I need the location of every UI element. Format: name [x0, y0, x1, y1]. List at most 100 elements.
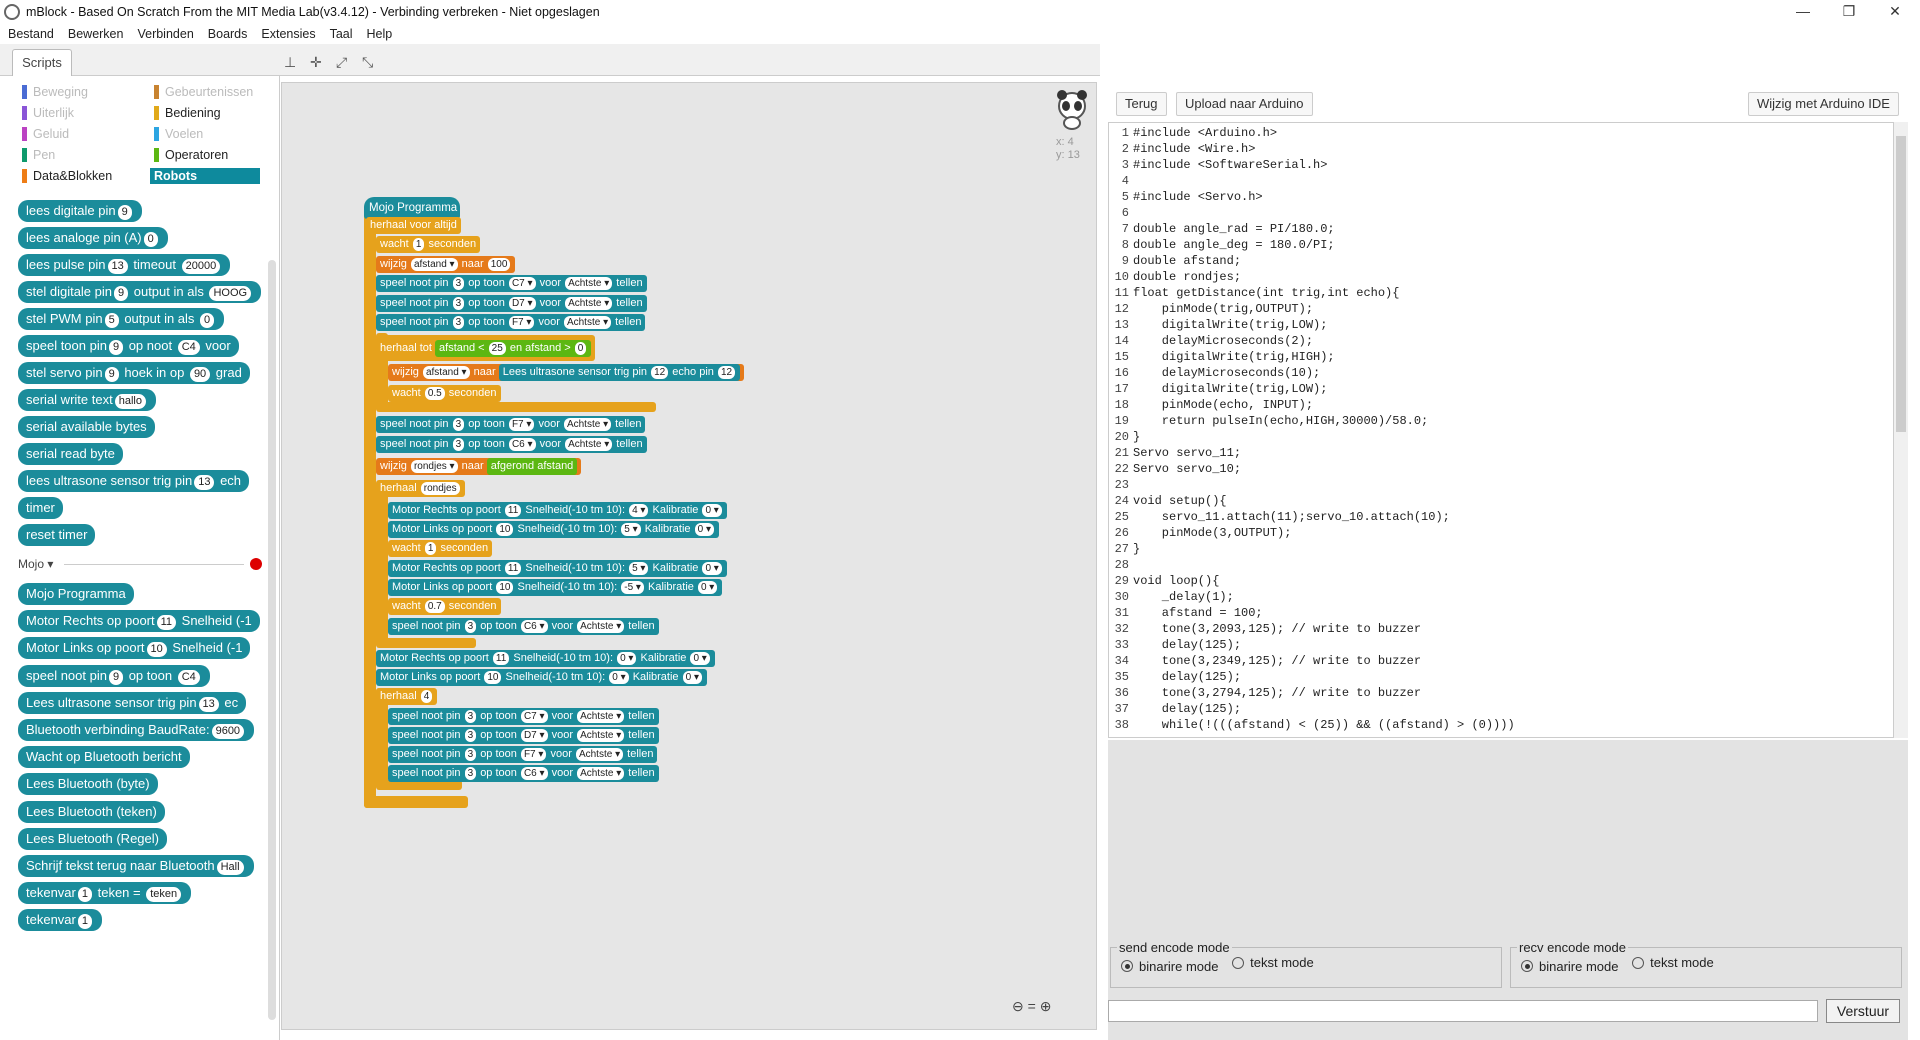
block-input[interactable]: 20000	[181, 259, 221, 274]
palette-scrollbar[interactable]	[268, 260, 276, 1020]
code-editor[interactable]: 1#include <Arduino.h>2#include <Wire.h>3…	[1108, 122, 1894, 738]
mojo-category-label[interactable]: Mojo ▾	[18, 557, 54, 571]
block-input[interactable]: 9	[104, 367, 119, 382]
block-input[interactable]: 0	[200, 313, 215, 328]
block-input[interactable]: 90	[189, 367, 211, 382]
block-input[interactable]: 11	[504, 562, 522, 575]
close-button[interactable]: ✕	[1889, 3, 1901, 19]
block-input[interactable]: 5 ▾	[621, 523, 641, 536]
block-input[interactable]: 0 ▾	[690, 652, 710, 665]
block-input[interactable]: 0	[574, 342, 587, 355]
block-input[interactable]: hallo	[114, 394, 146, 409]
script-block[interactable]: Motor Rechts op poort 11 Snelheid(-10 tm…	[388, 560, 727, 577]
block-input[interactable]: -5 ▾	[621, 581, 644, 594]
block-input[interactable]: 9600	[211, 724, 245, 739]
block-input[interactable]: 3	[464, 729, 477, 742]
script-block[interactable]: herhaal rondjes	[376, 480, 465, 497]
script-block[interactable]: Motor Links op poort 10 Snelheid(-10 tm …	[388, 521, 719, 538]
block-input[interactable]: 5 ▾	[629, 562, 649, 575]
block-input[interactable]: 3	[464, 748, 477, 761]
menu-bewerken[interactable]: Bewerken	[67, 27, 124, 41]
block-input[interactable]: Achtste ▾	[575, 748, 624, 761]
block-input[interactable]: 3	[464, 620, 477, 633]
palette-block[interactable]: lees analoge pin (A)0	[18, 227, 168, 249]
zoom-reset-icon[interactable]: =	[1027, 998, 1036, 1014]
block-input[interactable]: C4	[177, 340, 200, 355]
palette-block[interactable]: Bluetooth verbinding BaudRate:9600	[18, 719, 255, 741]
script-block[interactable]: speel noot pin 3 op toon C6 ▾ voor Achts…	[376, 436, 647, 453]
block-input[interactable]: Achtste ▾	[577, 710, 625, 723]
block-input[interactable]: 10	[484, 671, 502, 684]
grow-icon[interactable]: ⤢	[336, 54, 348, 70]
block-input[interactable]: 10	[496, 581, 514, 594]
palette-block[interactable]: Lees Bluetooth (Regel)	[18, 827, 167, 850]
category-pen[interactable]: Pen	[18, 147, 146, 163]
block-input[interactable]: 3	[464, 767, 477, 780]
script-block[interactable]: Motor Rechts op poort 11 Snelheid(-10 tm…	[376, 650, 715, 667]
block-input[interactable]: teken	[146, 887, 182, 903]
block-input[interactable]: 12	[717, 366, 736, 379]
block-input[interactable]: Achtste ▾	[577, 620, 625, 633]
script-block[interactable]: Motor Rechts op poort 11 Snelheid(-10 tm…	[388, 502, 727, 519]
block-input[interactable]: 0 ▾	[609, 671, 629, 684]
block-input[interactable]: 3	[452, 418, 465, 431]
script-block[interactable]: Motor Links op poort 10 Snelheid(-10 tm …	[376, 669, 707, 686]
palette-block[interactable]: serial available bytes	[18, 416, 155, 438]
block-input[interactable]: 1	[77, 914, 92, 930]
menu-verbinden[interactable]: Verbinden	[137, 27, 194, 41]
block-input[interactable]: C6 ▾	[508, 438, 536, 451]
block-input[interactable]: Achtste ▾	[563, 418, 612, 431]
block-input[interactable]: 1	[424, 542, 437, 555]
block-input[interactable]: Achtste ▾	[577, 729, 625, 742]
script-block[interactable]: speel noot pin 3 op toon F7 ▾ voor Achts…	[376, 416, 646, 433]
script-block[interactable]: speel noot pin 3 op toon C7 ▾ voor Achts…	[388, 708, 659, 725]
block-input[interactable]: 11	[492, 652, 510, 665]
block-input[interactable]: 4 ▾	[629, 504, 649, 517]
move-icon[interactable]: ✛	[310, 54, 322, 70]
category-operatoren[interactable]: Operatoren	[150, 147, 260, 163]
block-input[interactable]: 0.5	[424, 387, 445, 400]
category-robots[interactable]: Robots	[150, 168, 260, 184]
condition-block[interactable]: afstand < 25 en afstand > 0	[435, 340, 592, 357]
block-input[interactable]: 4	[420, 690, 433, 703]
code-scrollbar-thumb[interactable]	[1896, 136, 1906, 432]
block-input[interactable]: C7 ▾	[520, 710, 548, 723]
script-block[interactable]: speel noot pin 3 op toon F7 ▾ voor Achts…	[388, 746, 658, 763]
stamp-icon[interactable]: ⊥	[284, 54, 297, 70]
block-input[interactable]: 9	[114, 286, 129, 301]
script-block[interactable]: wijzig rondjes ▾ naar afgerond afstand	[376, 458, 582, 475]
category-data-blokken[interactable]: Data&Blokken	[18, 168, 146, 184]
block-input[interactable]: 0 ▾	[682, 671, 702, 684]
block-input[interactable]: 25	[488, 342, 506, 355]
block-input[interactable]: 10	[146, 642, 167, 658]
menu-extensies[interactable]: Extensies	[261, 27, 316, 41]
palette-block[interactable]: serial read byte	[18, 443, 123, 465]
category-uiterlijk[interactable]: Uiterlijk	[18, 105, 146, 121]
category-voelen[interactable]: Voelen	[150, 126, 260, 142]
script-block[interactable]: speel noot pin 3 op toon D7 ▾ voor Achts…	[388, 727, 659, 744]
block-input[interactable]: 3	[452, 277, 465, 290]
category-beweging[interactable]: Beweging	[18, 84, 146, 100]
block-input[interactable]: Achtste ▾	[577, 767, 625, 780]
block-input[interactable]: 13	[198, 696, 219, 712]
block-input[interactable]: afstand ▾	[410, 258, 458, 271]
palette-block[interactable]: Wacht op Bluetooth bericht	[18, 746, 190, 769]
block-input[interactable]: 3	[464, 710, 477, 723]
palette-block[interactable]: Lees Bluetooth (byte)	[18, 773, 158, 796]
block-input[interactable]: C7 ▾	[508, 277, 536, 290]
block-input[interactable]: 3	[452, 297, 465, 310]
block-input[interactable]: Hall	[216, 860, 244, 875]
palette-block[interactable]: Mojo Programma	[18, 583, 134, 605]
block-input[interactable]: 3	[452, 316, 465, 329]
block-input[interactable]: 0 ▾	[694, 523, 714, 536]
send-binary-radio[interactable]: binarire mode	[1121, 959, 1219, 974]
block-input[interactable]: F7 ▾	[508, 418, 535, 431]
block-input[interactable]: 11	[504, 504, 522, 517]
zoom-in-icon[interactable]: ⊕	[1039, 998, 1052, 1014]
